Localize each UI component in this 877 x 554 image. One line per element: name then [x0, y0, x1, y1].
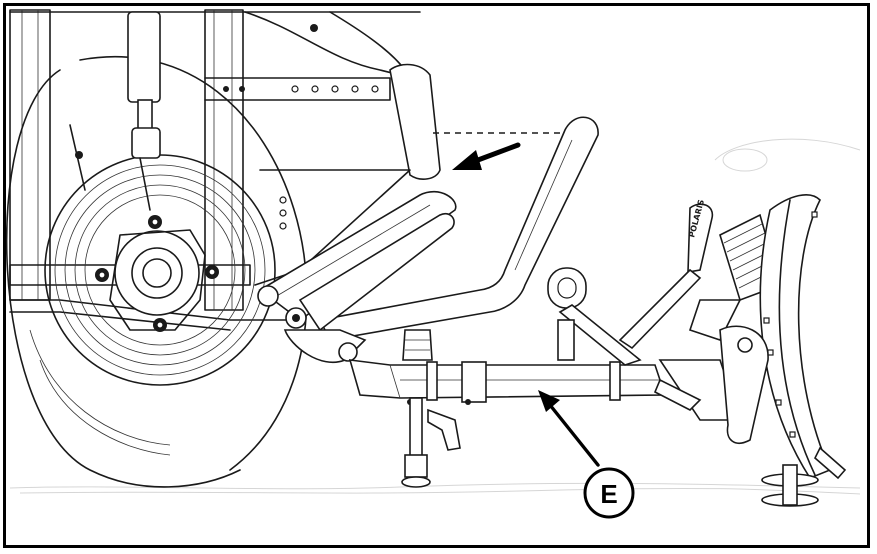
main-push-tube	[348, 359, 667, 405]
kickstand	[401, 329, 461, 488]
lift-tube	[318, 116, 599, 341]
plow-mount-illustration: POLARIS	[6, 9, 861, 519]
fender	[244, 11, 441, 286]
direction-arrow	[452, 142, 521, 170]
atv-frame	[9, 9, 421, 331]
lift-handle	[547, 267, 642, 366]
callout-e: E	[583, 467, 635, 519]
ground-sketch	[9, 138, 861, 495]
callout-label: E	[600, 479, 617, 509]
control-lever: POLARIS	[618, 198, 714, 350]
callout-leader	[538, 390, 600, 467]
shock-absorber	[69, 11, 161, 211]
wheel-hub	[95, 215, 219, 332]
plow-blade	[653, 194, 847, 507]
diagram-frame: POLARIS	[3, 3, 870, 548]
push-frame-arms	[257, 190, 457, 363]
